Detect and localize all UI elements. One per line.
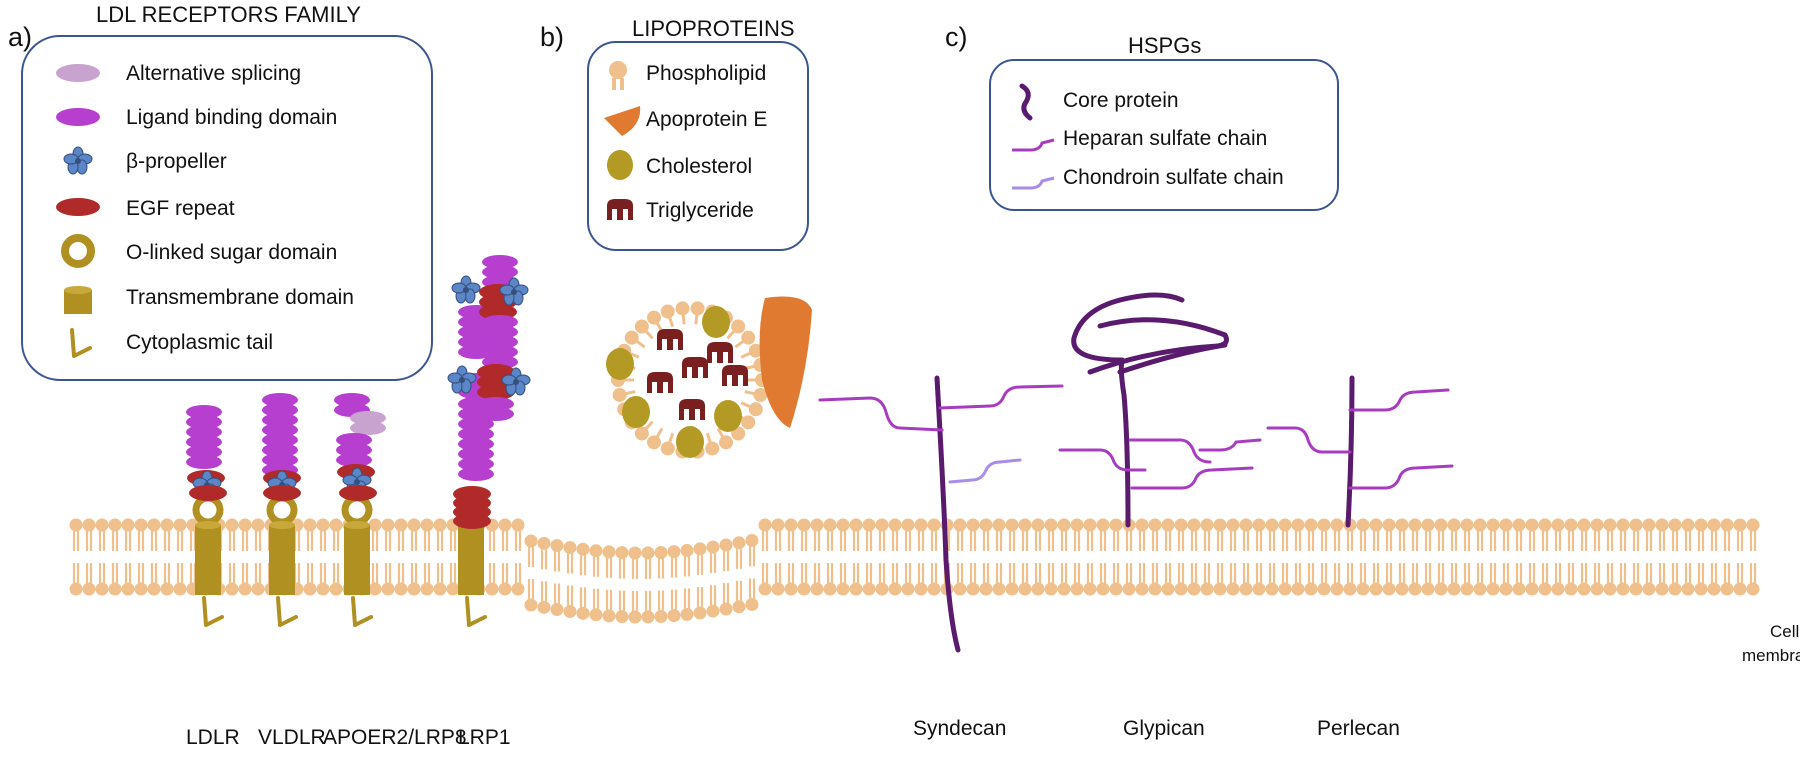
receptor-label-vldlr: VLDLR <box>258 726 326 749</box>
hspg-label-glypican: Glypican <box>1123 717 1205 740</box>
lipoprotein-particle <box>606 296 812 459</box>
legend-label-alternative-splicing: Alternative splicing <box>126 62 302 85</box>
legend-label-heparan-sulfate: Heparan sulfate chain <box>1063 127 1268 150</box>
receptor-lrp1 <box>447 255 531 627</box>
cytoplasmic-tail-icon <box>70 328 92 358</box>
legend-box-c <box>989 59 1339 211</box>
heparan-sulfate-chain-icon <box>1012 138 1055 152</box>
legend-box-b <box>587 41 809 251</box>
panel-a-title: LDL RECEPTORS FAMILY <box>96 2 361 27</box>
alternative-splicing-icon <box>56 64 100 82</box>
membrane-label-line1: Cell <box>1770 622 1800 641</box>
legend-label-core-protein: Core protein <box>1063 89 1179 112</box>
membrane-label-line2: membrane <box>1742 646 1800 665</box>
legend-label-apoprotein-e: Apoprotein E <box>646 108 768 131</box>
receptor-ldlr <box>186 405 227 627</box>
apoprotein-e-on-particle <box>759 296 812 428</box>
receptor-vldlr <box>262 393 301 627</box>
glypican <box>1058 292 1262 528</box>
receptor-apoer2-lrp8 <box>334 393 386 627</box>
ligand-binding-domain-icon <box>56 108 100 126</box>
legend-label-beta-propeller: β-propeller <box>126 150 227 173</box>
transmembrane-domain-icon <box>64 286 92 314</box>
o-linked-sugar-domain-icon <box>61 234 95 268</box>
apoprotein-e-icon <box>604 106 641 136</box>
legend-label-cholesterol: Cholesterol <box>646 155 753 178</box>
triglyceride-icon <box>607 199 633 220</box>
perlecan <box>1266 375 1454 528</box>
hspg-label-perlecan: Perlecan <box>1317 717 1400 740</box>
panel-c-title: HSPGs <box>1128 33 1202 58</box>
chondroin-sulfate-chain-icon <box>1012 176 1055 190</box>
legend-label-cytoplasmic-tail: Cytoplasmic tail <box>126 331 274 354</box>
syndecan <box>818 375 1064 653</box>
core-protein-icon <box>1019 83 1033 121</box>
legend-label-egf-repeat: EGF repeat <box>126 197 235 220</box>
legend-label-o-linked-sugar: O-linked sugar domain <box>126 241 338 264</box>
receptor-label-lrp1: LRP1 <box>458 726 511 749</box>
cholesterol-icon <box>607 150 633 180</box>
legend-label-ligand-binding-domain: Ligand binding domain <box>126 106 338 129</box>
receptor-label-ldlr: LDLR <box>186 726 240 749</box>
phospholipid-icon <box>609 61 627 90</box>
egf-repeat-icon <box>56 198 100 216</box>
panel-b-title: LIPOPROTEINS <box>632 16 795 41</box>
legend-label-chondroin-sulfate: Chondroin sulfate chain <box>1063 166 1284 189</box>
panel-c-letter: c) <box>945 22 968 52</box>
panel-a-letter: a) <box>8 22 33 52</box>
hspg-label-syndecan: Syndecan <box>913 717 1007 740</box>
legend-label-transmembrane: Transmembrane domain <box>126 286 354 309</box>
legend-label-phospholipid: Phospholipid <box>646 62 767 85</box>
beta-propeller-icon <box>63 146 93 175</box>
legend-label-triglyceride: Triglyceride <box>646 199 754 222</box>
cell-membrane <box>69 518 1760 624</box>
receptor-label-apoer2: APOER2/LRP8 <box>323 726 467 749</box>
legend-box-a <box>21 35 433 381</box>
panel-b-letter: b) <box>540 22 565 52</box>
